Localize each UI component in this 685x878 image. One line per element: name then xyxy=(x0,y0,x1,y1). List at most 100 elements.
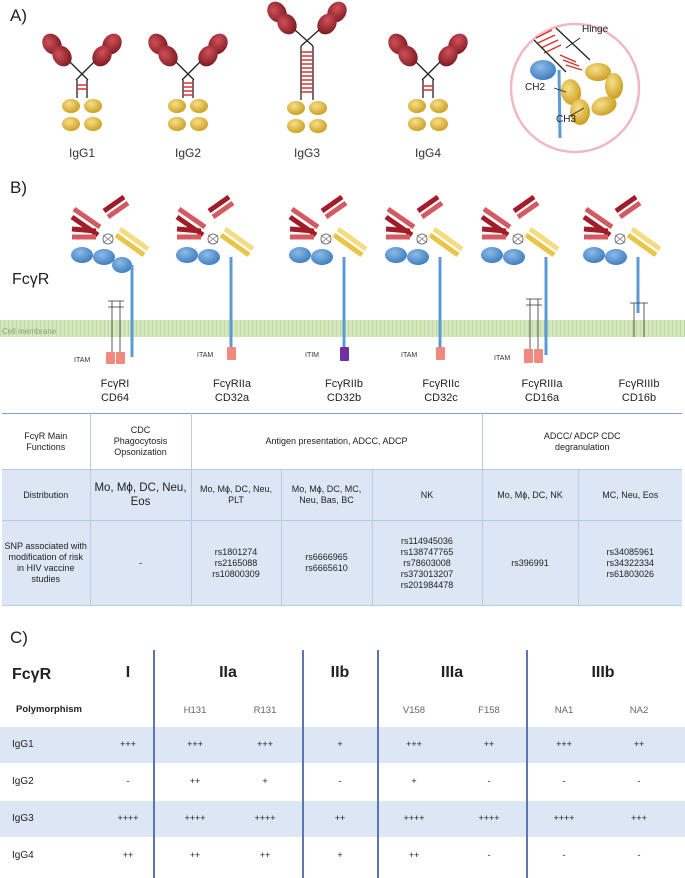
fcgr-function-table: FcγR Main Functions CDC Phagocytosis Ops… xyxy=(2,413,682,606)
igg2-label: IgG2 xyxy=(174,146,201,160)
distribution-fcgriiia: Mo, Mϕ, DC, NK xyxy=(482,469,579,521)
affinity-cell: + xyxy=(337,739,343,749)
affinity-cell: +++ xyxy=(406,739,422,749)
snp-fcgri: - xyxy=(90,520,192,606)
igg2-antibody xyxy=(148,33,228,131)
receptor-fcgriib xyxy=(288,195,368,361)
panel-b-label: B) xyxy=(10,178,27,197)
polymorphism-h131: H131 xyxy=(183,705,207,716)
distribution-fcgriia: Mo, Mϕ, DC, Neu, PLT xyxy=(191,469,282,521)
group-iia: IIa xyxy=(219,664,237,681)
snp-fcgriiia: rs396991 xyxy=(482,520,579,606)
affinity-cell: + xyxy=(411,776,417,786)
affinity-cell: - xyxy=(562,776,566,786)
panel-a-antibodies xyxy=(42,1,641,154)
affinity-cell: +++ xyxy=(120,739,136,749)
affinity-cell: +++ xyxy=(556,739,572,749)
cell-membrane-label: Cell membrane xyxy=(2,327,57,336)
row-label-igg1: IgG1 xyxy=(12,739,34,750)
affinity-cell: ++ xyxy=(483,739,495,749)
functions-fcgri: CDC Phagocytosis Opsonization xyxy=(90,413,192,470)
group-iib: IIb xyxy=(330,664,350,681)
fcgr-family-label: FcγR xyxy=(12,271,50,288)
motif-label-2: ITAM xyxy=(197,352,214,359)
hinge-inset xyxy=(509,22,641,154)
inset-ch3-label: CH3 xyxy=(556,114,577,125)
row-label-igg2: IgG2 xyxy=(12,776,34,787)
affinity-cell: ++ xyxy=(259,850,271,860)
igg1-label: IgG1 xyxy=(68,146,95,160)
group-i: I xyxy=(125,664,131,681)
fcgr-affinity-table: FcγR I IIa IIb IIIa IIIb Polymorphism H1… xyxy=(0,650,685,878)
corner-label: FcγR xyxy=(12,666,52,683)
affinity-cell: - xyxy=(487,850,491,860)
affinity-cell: - xyxy=(487,776,491,786)
panel-b-receptors xyxy=(0,195,685,364)
functions-fcgriii: ADCC/ ADCP CDC degranulation xyxy=(482,413,682,470)
affinity-cell: +++ xyxy=(187,739,203,749)
polymorphism-na2: NA2 xyxy=(629,705,649,716)
distribution-fcgri: Mo, Mϕ, DC, Neu, Eos xyxy=(90,469,192,521)
receptor-fcgriic xyxy=(384,195,464,360)
group-iiib: IIIb xyxy=(591,664,615,681)
snp-fcgriib: rs6666965 rs6665610 xyxy=(281,520,373,606)
divider-2 xyxy=(302,650,304,878)
polymorphism-label: Polymorphism xyxy=(16,704,82,715)
row-label-igg3: IgG3 xyxy=(12,813,34,824)
divider-1 xyxy=(153,650,155,878)
divider-3 xyxy=(377,650,379,878)
group-iiia: IIIa xyxy=(440,664,464,681)
inset-hinge-label: Hinge xyxy=(582,24,609,35)
row-band-igg1 xyxy=(0,727,685,763)
affinity-cell: ++++ xyxy=(553,813,575,823)
snp-label: SNP associated with modification of risk… xyxy=(2,520,91,606)
affinity-cell: ++++ xyxy=(478,813,500,823)
panel-c-label: C) xyxy=(10,628,28,647)
row-label-igg4: IgG4 xyxy=(12,850,34,861)
affinity-cell: + xyxy=(262,776,268,786)
igg4-label: IgG4 xyxy=(414,146,441,160)
receptor-fcgriiia xyxy=(480,195,560,363)
motif-label-1: ITAM xyxy=(74,357,91,364)
distribution-fcgriiib: MC, Neu, Eos xyxy=(578,469,682,521)
row-band-igg3 xyxy=(0,801,685,837)
affinity-cell: - xyxy=(637,850,641,860)
snp-fcgriiib: rs34085961 rs34322334 rs61803026 xyxy=(578,520,682,606)
divider-4 xyxy=(526,650,528,878)
polymorphism-f158: F158 xyxy=(478,705,500,716)
igg3-label: IgG3 xyxy=(293,146,320,160)
affinity-cell: ++ xyxy=(189,850,201,860)
affinity-cell: ++ xyxy=(408,850,420,860)
polymorphism-r131: R131 xyxy=(253,705,277,716)
polymorphism-na1: NA1 xyxy=(554,705,574,716)
distribution-fcgriib: Mo, Mϕ, DC, MC, Neu, Bas, BC xyxy=(281,469,373,521)
affinity-cell: ++++ xyxy=(117,813,139,823)
motif-label-4: ITAM xyxy=(401,352,418,359)
receptor-fcgriia xyxy=(175,195,255,360)
affinity-cell: ++++ xyxy=(254,813,276,823)
functions-fcgrii: Antigen presentation, ADCC, ADCP xyxy=(191,413,483,470)
affinity-cell: ++ xyxy=(122,850,134,860)
affinity-cell: ++ xyxy=(334,813,346,823)
affinity-cell: ++ xyxy=(189,776,201,786)
affinity-cell: ++++ xyxy=(184,813,206,823)
affinity-cell: +++ xyxy=(631,813,647,823)
panel-a-label: A) xyxy=(10,6,27,25)
functions-label: FcγR Main Functions xyxy=(2,413,91,470)
igg4-antibody xyxy=(388,33,468,131)
inset-ch2-label: CH2 xyxy=(525,82,546,93)
polymorphism-v158: V158 xyxy=(402,705,426,716)
affinity-cell: ++++ xyxy=(403,813,425,823)
affinity-cell: - xyxy=(338,776,342,786)
affinity-cell: - xyxy=(637,776,641,786)
igg3-antibody xyxy=(267,1,347,133)
affinity-cell: ++ xyxy=(633,739,645,749)
snp-fcgriia: rs1801274 rs2165088 rs10800309 xyxy=(191,520,282,606)
igg1-antibody xyxy=(42,33,122,131)
distribution-label: Distribution xyxy=(2,469,91,521)
